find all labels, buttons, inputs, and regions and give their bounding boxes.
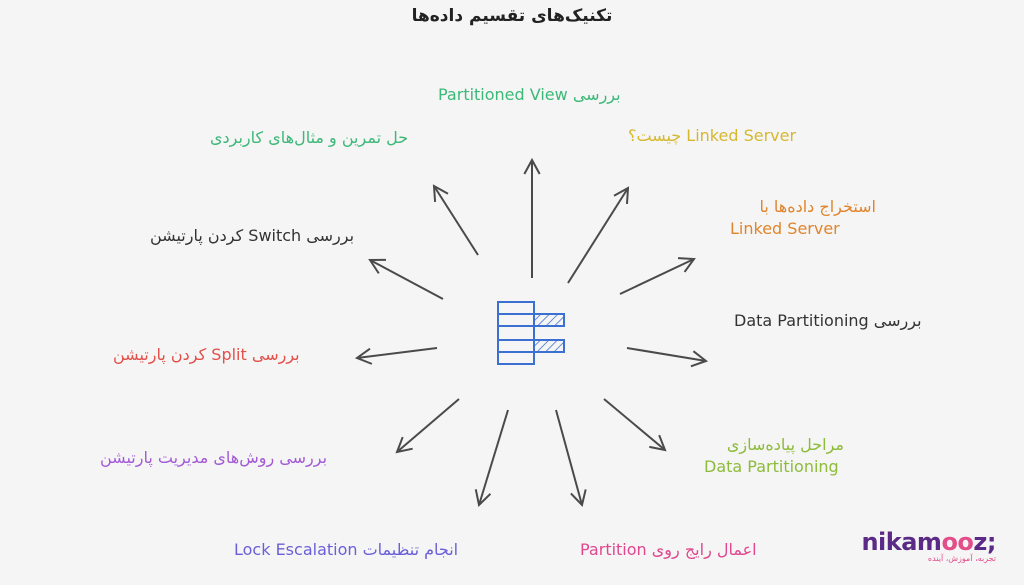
arrow-to-extract-linked-server [619, 257, 696, 295]
arrow-to-data-partitioning [626, 347, 709, 368]
topic-exercises: حل تمرین و مثال‌های کاربردی [210, 128, 409, 147]
logo-wordmark: nikamooz; [861, 528, 996, 556]
topic-implementation-steps: مراحل پیاده‌سازی Data Partitioning [704, 434, 854, 478]
topic-split-partition: بررسی Split کردن پارتیشن [113, 345, 300, 364]
topic-partitioned-view: بررسی Partitioned View [438, 85, 621, 104]
topic-extract-line2: Linked Server [730, 219, 840, 238]
topic-management-methods: بررسی روش‌های مدیریت پارتیشن [100, 448, 328, 467]
arrow-to-linked-server [567, 186, 630, 284]
topic-impl-line2: Data Partitioning [704, 457, 839, 476]
arrow-to-apply-partition [555, 409, 587, 508]
topic-extract-linked-server: استخراج داده‌ها با Linked Server [716, 196, 876, 240]
partition-table-icon [497, 301, 565, 365]
arrow-to-split-partition [354, 347, 438, 365]
arrow-to-management-methods [395, 398, 460, 454]
arrow-to-exercises [432, 184, 479, 256]
nikamooz-logo: nikamooz; تجربه، آموزش، آینده [861, 528, 996, 563]
diagram-title: تکنیک‌های تقسیم داده‌ها [411, 6, 613, 26]
topic-impl-line1: مراحل پیاده‌سازی [726, 435, 844, 454]
arrow-to-partitioned-view [523, 157, 541, 278]
topic-apply-partition: اعمال رایج روی Partition [580, 540, 757, 559]
arrow-to-implementation-steps [603, 398, 667, 452]
topic-data-partitioning: بررسی Data Partitioning [734, 311, 922, 330]
topic-extract-line1: استخراج داده‌ها با [759, 197, 877, 216]
topic-switch-partition: بررسی Switch کردن پارتیشن [150, 226, 355, 245]
arrow-to-switch-partition [368, 258, 444, 300]
topic-linked-server: Linked Server چیست؟ [628, 126, 797, 145]
arrow-to-lock-escalation [474, 409, 509, 507]
logo-tagline: تجربه، آموزش، آینده [927, 554, 996, 563]
topic-lock-escalation: انجام تنظیمات Lock Escalation [234, 540, 459, 559]
